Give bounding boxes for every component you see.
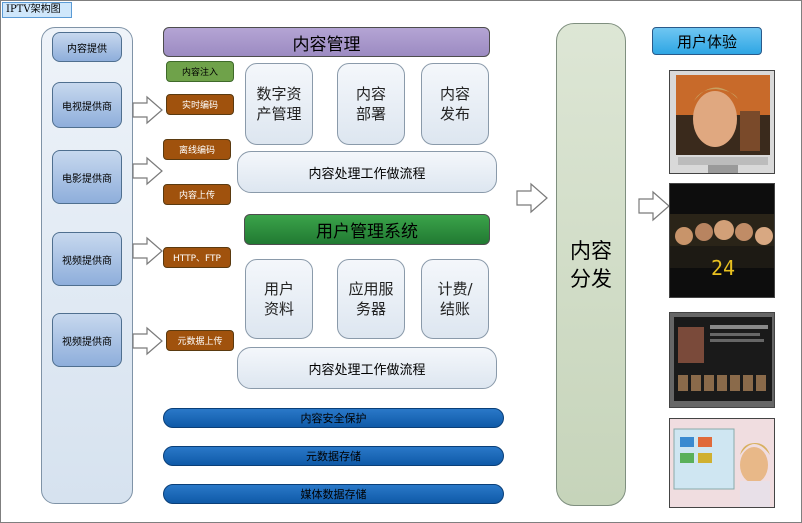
- provider-movie: 电影提供商: [52, 150, 122, 204]
- tv-image-icon: [670, 71, 774, 173]
- user-mgmt-box-billing: 计费/结账: [421, 259, 489, 339]
- content-mgmt-header: 内容管理: [163, 27, 490, 57]
- media-center-icon: [670, 313, 774, 407]
- box-line: 部署: [355, 105, 386, 123]
- bar-media-storage: 媒体数据存储: [163, 484, 504, 504]
- provider-video-1: 视频提供商: [52, 232, 122, 286]
- user-experience-header: 用户体验: [652, 27, 762, 55]
- distribution-line: 分发: [570, 266, 612, 291]
- box-line: 务器: [355, 300, 386, 318]
- content-mgmt-box-deploy: 内容部署: [337, 63, 405, 145]
- distribution-line: 内容: [570, 238, 612, 263]
- box-line: 应用服: [348, 280, 394, 298]
- step-content-ingest: 内容注入: [166, 61, 234, 82]
- touch-screen-icon: [670, 419, 774, 507]
- media-center-photo: [669, 312, 775, 408]
- user-workflow: 内容处理工作做流程: [237, 347, 497, 389]
- user-mgmt-box-appserver: 应用服务器: [337, 259, 405, 339]
- box-line: 资料: [263, 300, 294, 318]
- diagram-title: IPTV架构图: [2, 2, 72, 18]
- bar-content-security: 内容安全保护: [163, 408, 504, 428]
- provider-tv: 电视提供商: [52, 82, 122, 128]
- box-line: 用户: [263, 280, 294, 298]
- box-line: 内容: [439, 85, 470, 103]
- content-distribution: 内容分发: [556, 23, 626, 506]
- step-realtime-encode: 实时编码: [166, 94, 234, 115]
- content-mgmt-box-asset: 数字资产管理: [245, 63, 313, 145]
- provider-content: 内容提供: [52, 32, 122, 62]
- step-http-ftp: HTTP、FTP: [163, 247, 231, 268]
- box-line: 产管理: [256, 105, 302, 123]
- box-line: 数字资: [256, 85, 302, 103]
- box-line: 结账: [439, 300, 470, 318]
- touch-screen-photo: [669, 418, 775, 508]
- poster-image-icon: [670, 184, 774, 297]
- box-line: 内容: [355, 85, 386, 103]
- step-content-upload: 内容上传: [163, 184, 231, 205]
- poster-title: 24: [710, 256, 736, 280]
- box-line: 发布: [439, 105, 470, 123]
- content-mgmt-box-publish: 内容发布: [421, 63, 489, 145]
- user-mgmt-header: 用户管理系统: [244, 214, 490, 245]
- content-workflow: 内容处理工作做流程: [237, 151, 497, 193]
- user-mgmt-box-profile: 用户资料: [245, 259, 313, 339]
- series-poster-photo: 24: [669, 183, 775, 298]
- box-line: 计费/: [437, 280, 473, 298]
- provider-video-2: 视频提供商: [52, 313, 122, 367]
- tv-photo: [669, 70, 775, 174]
- step-offline-encode: 离线编码: [163, 139, 231, 160]
- step-metadata-upload: 元数据上传: [166, 330, 234, 351]
- bar-metadata-storage: 元数据存储: [163, 446, 504, 466]
